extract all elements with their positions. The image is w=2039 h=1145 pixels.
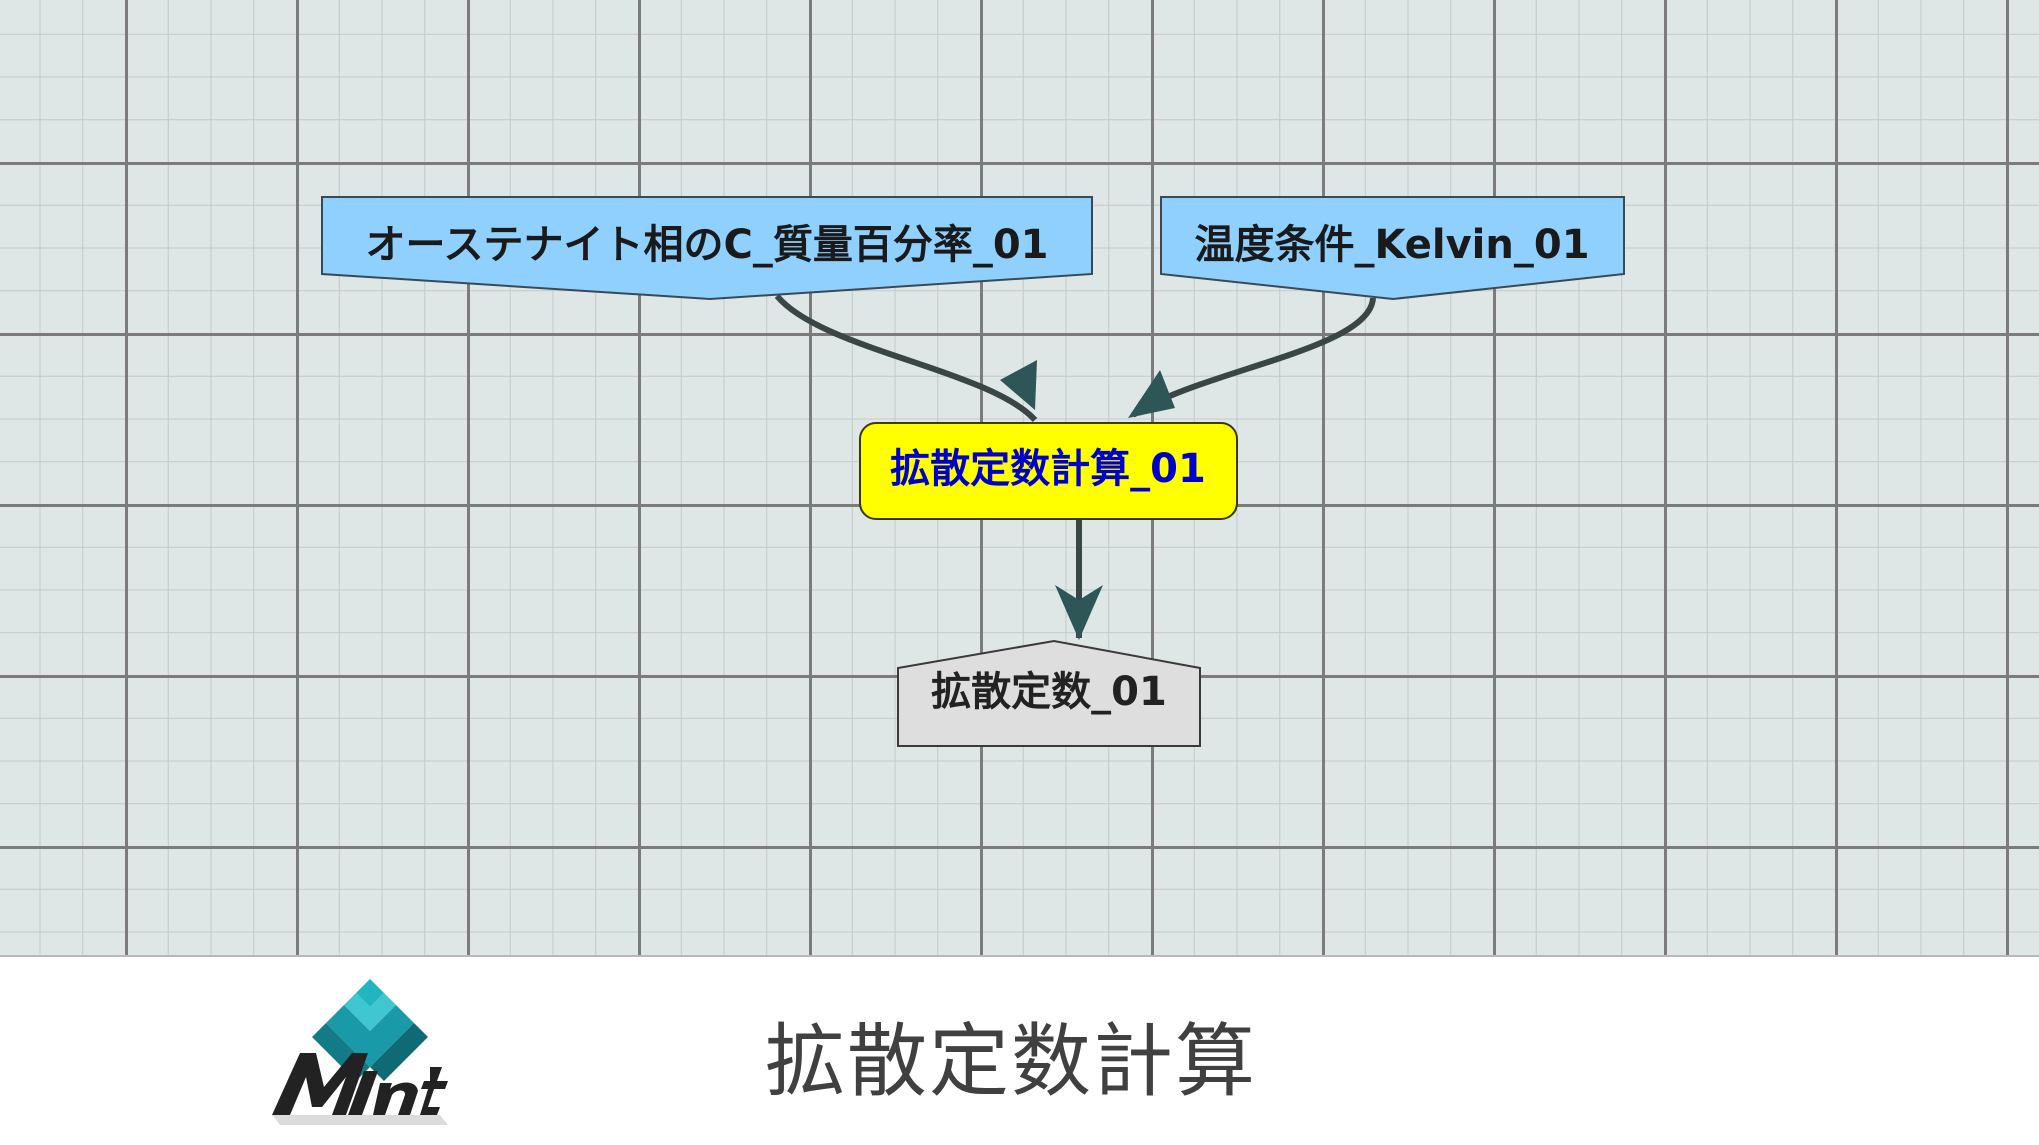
node-output[interactable]: 拡散定数_01: [897, 639, 1201, 747]
arrowhead-output: [1055, 585, 1103, 640]
node-input-carbon-label: オーステナイト相のC_質量百分率_01: [365, 222, 1048, 268]
node-input-carbon-shape: [321, 196, 1093, 301]
node-input-temperature-label: 温度条件_Kelvin_01: [1194, 222, 1589, 268]
footer: 拡散定数計算: [0, 957, 2039, 1145]
node-output-label: 拡散定数_01: [931, 669, 1167, 715]
node-process-label: 拡散定数計算_01: [890, 446, 1206, 492]
workflow-diagram: オーステナイト相のC_質量百分率_01 温度条件_Kelvin_01 拡散定数計…: [321, 196, 1625, 747]
node-process[interactable]: 拡散定数計算_01: [859, 422, 1238, 520]
edge-carbon-to-process: [774, 294, 1038, 423]
mint-wordmark: [272, 1053, 448, 1125]
mint-logo: [272, 979, 448, 1125]
workflow-canvas[interactable]: オーステナイト相のC_質量百分率_01 温度条件_Kelvin_01 拡散定数計…: [0, 0, 2039, 957]
page-title: 拡散定数計算: [765, 1015, 1257, 1108]
arrowhead-carbon: [1000, 360, 1037, 410]
node-input-temperature[interactable]: 温度条件_Kelvin_01: [1160, 196, 1625, 301]
arrowhead-temp: [1128, 370, 1175, 418]
node-output-shape: [897, 639, 1201, 747]
mint-diamond-icon: [312, 979, 428, 1081]
node-input-temperature-shape: [1160, 196, 1625, 301]
node-process-shape: [859, 422, 1238, 520]
node-input-carbon[interactable]: オーステナイト相のC_質量百分率_01: [321, 196, 1093, 301]
